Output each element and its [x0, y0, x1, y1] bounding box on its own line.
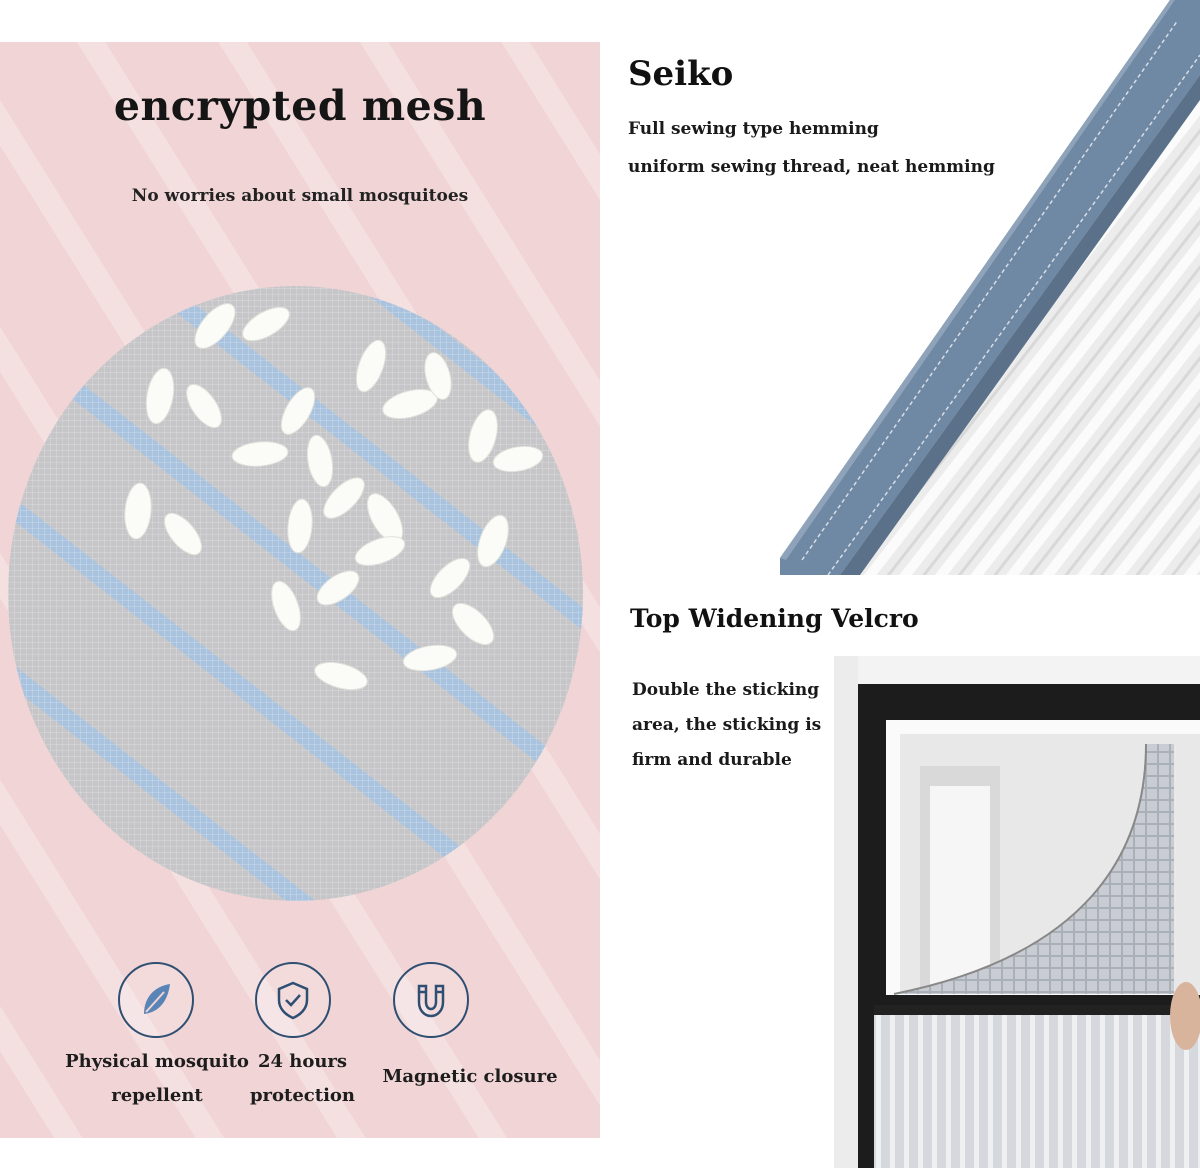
feature-line1: 24 hours [257, 1051, 348, 1072]
seiko-line1: Full sewing type hemming [628, 119, 879, 139]
feature-line2: repellent [111, 1085, 203, 1106]
door-screen-image [834, 656, 1200, 1168]
feature-mosquito-repellent: Physical mosquito repellent [62, 1045, 252, 1113]
mesh-grid-texture [8, 286, 583, 901]
seiko-line2: uniform sewing thread, neat hemming [628, 157, 995, 177]
seiko-description: Full sewing type hemming uniform sewing … [628, 110, 995, 186]
velcro-line3: firm and durable [632, 750, 792, 770]
feature-magnetic-closure: Magnetic closure [370, 1060, 570, 1094]
velcro-title: Top Widening Velcro [630, 604, 919, 633]
feature-protection: 24 hours protection [240, 1045, 365, 1113]
panel-title: encrypted mesh [113, 82, 487, 130]
shield-check-icon [255, 962, 331, 1038]
magnet-icon [393, 962, 469, 1038]
velcro-description: Double the sticking area, the sticking i… [632, 673, 821, 778]
hemming-closeup-image [780, 0, 1200, 575]
leaf-icon [118, 962, 194, 1038]
feature-line2: protection [249, 1085, 356, 1106]
velcro-line2: area, the sticking is [632, 715, 822, 735]
mesh-blue-stripes [8, 286, 583, 901]
mesh-closeup-image [8, 286, 583, 901]
rice-grains [124, 303, 544, 691]
seiko-title: Seiko [628, 54, 734, 94]
panel-subtitle: No worries about small mosquitoes [131, 186, 469, 206]
feature-line1: Physical mosquito [65, 1051, 249, 1072]
feature-line1: Magnetic closure [382, 1066, 558, 1087]
velcro-line1: Double the sticking [632, 680, 820, 700]
